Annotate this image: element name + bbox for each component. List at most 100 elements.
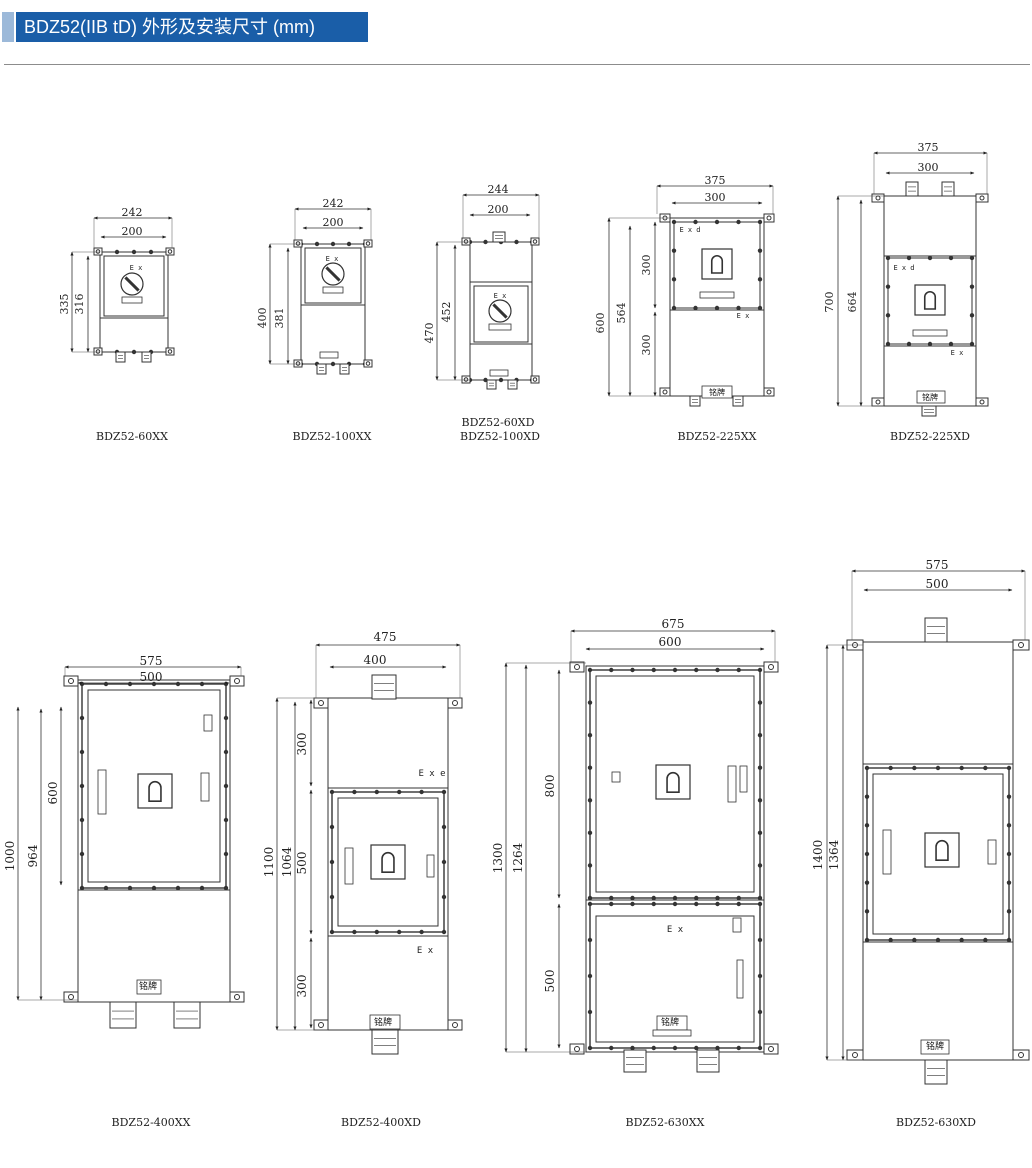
- u1-mount-tab: [93, 247, 103, 256]
- u9-mount-tab: [1018, 1052, 1024, 1058]
- u7-lever-handle: [381, 851, 395, 873]
- u7-bolt: [441, 859, 447, 865]
- u4-ex-marking: E x: [737, 312, 750, 320]
- u7-mount-tab: [452, 1022, 458, 1028]
- dim-u7-height-c: 300: [295, 975, 309, 998]
- u6-bolt: [79, 749, 85, 755]
- u1-mount-tab: [167, 349, 173, 354]
- u4-bolt: [671, 277, 677, 282]
- u5-cable-gland: [921, 405, 937, 417]
- u6-mount-tab: [234, 994, 240, 1000]
- u2-nameplate-plate: [319, 351, 339, 359]
- u2-warning-label: [322, 286, 344, 294]
- dim-u8-width-inner: 600: [659, 635, 682, 649]
- u9-nameplate: 铭牌: [926, 1040, 944, 1052]
- u8-side-label: [727, 765, 737, 803]
- u8-cable-gland: [696, 1049, 720, 1073]
- u4-exd-marking: E x d: [679, 226, 700, 234]
- u3-mount-tab: [463, 239, 469, 244]
- u3-mount-tab: [461, 237, 471, 246]
- u6-mount-tab: [68, 994, 74, 1000]
- u3-cable-gland: [486, 379, 497, 390]
- u8-indicator-lower: [736, 959, 744, 999]
- u9-bolt: [1006, 880, 1012, 885]
- u3-nameplate-plate: [489, 369, 509, 377]
- u9-switch-window: [872, 773, 1004, 935]
- u4-lever-handle: [710, 255, 724, 274]
- u7-bolt: [419, 789, 424, 795]
- u7-nameplate: 铭牌: [374, 1016, 392, 1028]
- u6-bolt: [199, 885, 205, 891]
- u4-mount-tab: [766, 215, 772, 221]
- u7-switch-window: [337, 797, 439, 927]
- u6-nameplate: 铭牌: [139, 980, 157, 992]
- u7-bolt: [441, 929, 447, 935]
- u5-bolt: [885, 341, 891, 347]
- dim-u9-height-inner: 1364: [827, 839, 841, 870]
- u6-bolt: [223, 749, 229, 755]
- u8-cable-gland: [623, 1049, 647, 1073]
- u5-bolt: [969, 341, 975, 347]
- u1-mount-tab: [95, 349, 101, 354]
- u8-bolt: [587, 732, 593, 738]
- u6-mount-tab: [229, 675, 245, 687]
- dim-u5-height-inner: 664: [846, 292, 859, 313]
- u7-bolt: [329, 824, 335, 830]
- dim-u3-height-inner: 452: [440, 302, 453, 323]
- dim-u3-height-outer: 470: [423, 323, 436, 344]
- u2-mount-tab: [363, 359, 373, 368]
- u7-bolt: [441, 824, 447, 830]
- u8-bolt: [609, 1045, 614, 1051]
- u7-bolt: [374, 789, 379, 795]
- u6-bolt: [175, 885, 181, 891]
- u6-bolt: [103, 885, 109, 891]
- u6-mount-tab: [68, 678, 74, 684]
- u3-warning-label: [488, 323, 512, 331]
- u4-bolt: [671, 219, 677, 225]
- u5-bolt: [885, 255, 891, 261]
- u4-mount-tab: [659, 387, 671, 397]
- dim-u2-height-outer: 400: [256, 308, 269, 329]
- dim-u9-width-inner: 500: [926, 577, 949, 591]
- u8-mount-tab: [569, 661, 585, 673]
- u6-bolt: [223, 885, 229, 891]
- u8-enclosure: [585, 665, 765, 1053]
- u9-side-label: [882, 829, 892, 875]
- dim-u4-height-bottom: 300: [640, 335, 653, 356]
- u7-bolt: [329, 929, 335, 935]
- u7-bolt: [397, 929, 402, 935]
- u8-bolt: [736, 667, 741, 673]
- dim-u6-width-outer: 575: [140, 654, 163, 668]
- u8-bolt: [757, 1009, 763, 1015]
- u8-bolt: [757, 667, 763, 673]
- u4-bolt: [757, 248, 763, 253]
- u7-mount-tab: [318, 700, 324, 706]
- u4-bolt: [757, 277, 763, 282]
- u2-bolt: [330, 361, 336, 367]
- u8-bolt: [672, 667, 678, 673]
- u1-bolt: [131, 349, 137, 355]
- u5-bolt: [969, 313, 975, 318]
- u7-side-label: [344, 847, 354, 885]
- u2-mount-tab: [363, 239, 373, 248]
- u5-top-gland: [905, 181, 919, 197]
- u5-mount-tab: [871, 193, 885, 203]
- u4-bolt: [671, 248, 677, 253]
- u4-bolt: [736, 219, 741, 225]
- u6-bolt: [79, 817, 85, 823]
- dim-u1-width-inner: 200: [122, 225, 143, 238]
- u6-bolt: [127, 681, 133, 687]
- u9-mount-tab: [852, 1052, 858, 1058]
- u1-ex-marking: E x: [130, 264, 143, 272]
- dim-u7-height-inner: 1064: [280, 846, 294, 877]
- u5-bolt: [906, 341, 912, 347]
- dim-u8-height-outer: 1300: [491, 843, 505, 874]
- u5-mount-tab: [979, 195, 985, 201]
- dim-u7-height-outer: 1100: [262, 847, 276, 878]
- u6-bolt: [103, 681, 109, 687]
- u6-side-label: [97, 769, 107, 815]
- u3-mount-tab: [530, 375, 540, 384]
- u8-bolt: [587, 973, 593, 979]
- u8-bolt: [757, 973, 763, 979]
- u8-bolt: [736, 1045, 741, 1051]
